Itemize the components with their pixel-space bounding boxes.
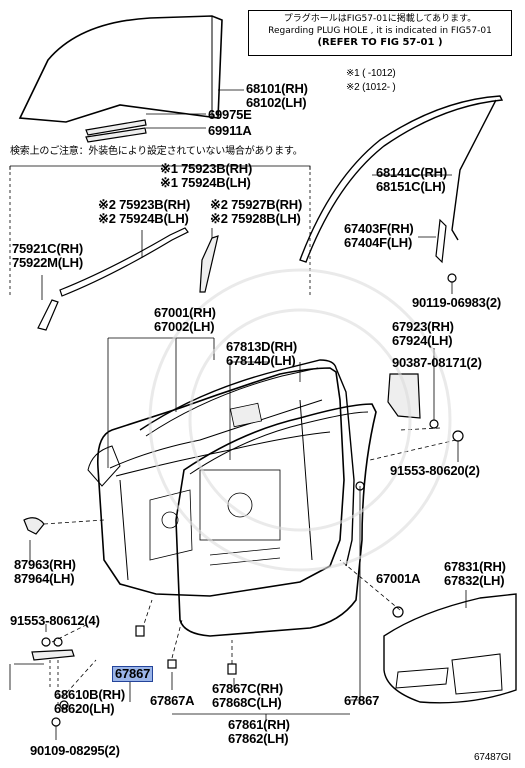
part-68610b[interactable]: 68610B(RH) <box>54 687 125 702</box>
door-trim-panel <box>383 593 517 704</box>
part-68101[interactable]: 68101(RH) <box>246 81 308 96</box>
range-note-1: ※1 ( -1012) <box>346 68 396 79</box>
part-87964[interactable]: 87964(LH) <box>14 571 75 586</box>
part-75923b-2[interactable]: ※2 75923B(RH) <box>98 197 191 212</box>
door-glass <box>18 15 223 123</box>
part-67404f[interactable]: 67404F(LH) <box>344 235 413 250</box>
bolt-90109 <box>59 700 69 710</box>
part-67867a[interactable]: 67867A <box>150 693 195 708</box>
part-75928b[interactable]: ※2 75928B(LH) <box>210 211 301 226</box>
part-67867-highlighted[interactable]: 67867 <box>112 666 154 682</box>
door-frame-weatherstrip <box>139 359 355 567</box>
division-bar <box>435 218 447 264</box>
door-check <box>31 649 75 661</box>
belt-moulding <box>59 227 189 297</box>
part-69911[interactable]: 69911A <box>208 123 252 138</box>
clip-67867a <box>167 659 177 669</box>
part-68141c[interactable]: 68141C(RH) <box>376 165 447 180</box>
bolt-91553 <box>41 637 51 647</box>
part-67867[interactable]: 67867 <box>344 693 380 708</box>
part-90387[interactable]: 90387-08171(2) <box>392 355 482 370</box>
part-67861[interactable]: 67861(RH) <box>228 717 290 732</box>
part-68151c[interactable]: 68151C(LH) <box>376 179 446 194</box>
part-67867c[interactable]: 67867C(RH) <box>212 681 283 696</box>
glass-run <box>299 95 504 263</box>
part-75923b-1[interactable]: ※1 75923B(RH) <box>160 161 253 176</box>
part-67814d[interactable]: 67814D(LH) <box>226 353 296 368</box>
screw-90387 <box>429 419 439 429</box>
figure-id: 67487GI <box>474 752 511 763</box>
part-67923[interactable]: 67923(RH) <box>392 319 454 334</box>
part-68102[interactable]: 68102(LH) <box>246 95 307 110</box>
part-67831[interactable]: 67831(RH) <box>444 559 506 574</box>
clip-67867 <box>355 481 365 491</box>
lower-moulding <box>37 299 59 331</box>
part-67001a[interactable]: 67001A <box>376 571 421 586</box>
part-69975[interactable]: 69975E <box>208 107 252 122</box>
plug-note-en: Regarding PLUG HOLE , it is indicated in… <box>268 26 492 36</box>
part-67002[interactable]: 67002(LH) <box>154 319 215 334</box>
door-shell <box>96 367 345 597</box>
screw-90119 <box>447 273 457 283</box>
screw-91553 <box>452 430 464 442</box>
inspection-note: 検索上のご注意：外装色により設定されていない場合があります。 <box>10 146 303 157</box>
clip-67867 <box>135 625 145 637</box>
watermark-logo <box>148 268 452 572</box>
part-68620[interactable]: 68620(LH) <box>54 701 115 716</box>
part-67868c[interactable]: 67868C(LH) <box>212 695 282 710</box>
range-note-2: ※2 (1012- ) <box>346 82 396 93</box>
part-91553-80620[interactable]: 91553-80620(2) <box>390 463 480 478</box>
run-strip-lower <box>85 127 147 143</box>
run-strip-upper <box>85 119 147 136</box>
part-91553-80612[interactable]: 91553-80612(4) <box>10 613 100 628</box>
part-90119[interactable]: 90119-06983(2) <box>412 295 501 310</box>
part-67001[interactable]: 67001(RH) <box>154 305 216 320</box>
clip-67001a <box>392 606 404 618</box>
part-67924[interactable]: 67924(LH) <box>392 333 453 348</box>
part-75924b-2[interactable]: ※2 75924B(LH) <box>98 211 189 226</box>
plug-note-jp: プラグホールはFIG57-01に掲載してあります。 <box>283 14 477 24</box>
refer-fig: (REFER TO FIG 57-01 ) <box>317 37 443 48</box>
part-75921c[interactable]: 75921C(RH) <box>12 241 83 256</box>
part-67813d[interactable]: 67813D(RH) <box>226 339 297 354</box>
part-67403f[interactable]: 67403F(RH) <box>344 221 414 236</box>
part-67832[interactable]: 67832(LH) <box>444 573 505 588</box>
clip-67867c <box>227 663 237 675</box>
part-87963[interactable]: 87963(RH) <box>14 557 76 572</box>
plug-hole-note: プラグホールはFIG57-01に掲載してあります。 Regarding PLUG… <box>248 10 512 56</box>
part-90109[interactable]: 90109-08295(2) <box>30 743 120 758</box>
pillar-garnish <box>199 235 219 293</box>
part-67862[interactable]: 67862(LH) <box>228 731 289 746</box>
part-75922m[interactable]: 75922M(LH) <box>12 255 83 270</box>
seal-87963 <box>23 517 45 535</box>
part-75927b[interactable]: ※2 75927B(RH) <box>210 197 303 212</box>
opening-weatherstrip <box>175 403 377 637</box>
part-75924b-1[interactable]: ※1 75924B(LH) <box>160 175 251 190</box>
